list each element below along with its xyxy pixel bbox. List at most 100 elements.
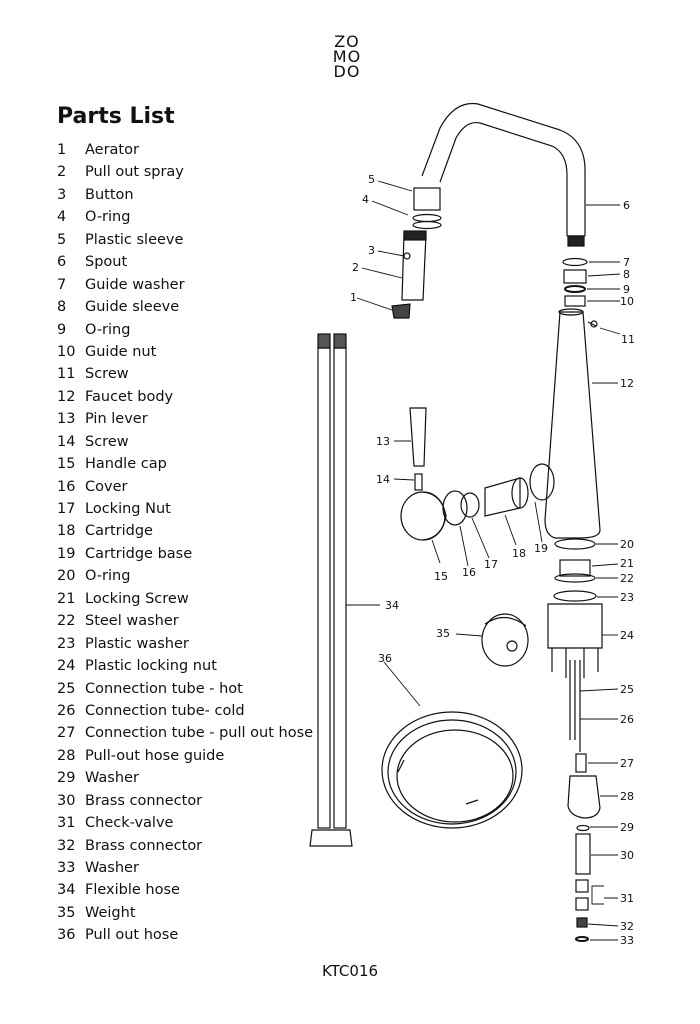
- part-name: Steel washer: [85, 613, 179, 630]
- parts-list-item: 36 Pull out hose: [57, 924, 313, 946]
- callout-label: 31: [620, 892, 634, 905]
- logo-line-3: DO: [333, 62, 361, 81]
- callout-label: 36: [378, 652, 392, 665]
- part-number: 22: [57, 613, 76, 630]
- part-number: 15: [57, 456, 76, 473]
- part-number: 19: [57, 545, 76, 562]
- part-number: 1: [57, 142, 67, 158]
- part-name: Washer: [85, 770, 139, 787]
- part-name: Spout: [85, 254, 128, 271]
- part-number: 8: [57, 299, 67, 316]
- callout-label: 28: [620, 790, 634, 803]
- part-number: 18: [57, 523, 76, 540]
- part-name: Pull-out hose guide: [85, 747, 225, 764]
- pull-out-spray: [391, 187, 442, 319]
- part-name: Pull out spray: [85, 164, 184, 181]
- part-name: Plastic locking nut: [85, 658, 217, 675]
- part-name: Screw: [85, 366, 129, 383]
- callout-label: 16: [462, 566, 476, 579]
- part-name: Aerator: [85, 142, 139, 158]
- part-name: O-ring: [85, 568, 131, 585]
- part-name: O-ring: [85, 209, 131, 226]
- parts-list-item: 8 Guide sleeve: [57, 296, 313, 318]
- callout-label: 12: [620, 377, 634, 390]
- flexible-hose: [309, 333, 353, 847]
- part-name: Guide nut: [85, 343, 157, 360]
- callout-label: 11: [621, 333, 635, 346]
- part-name: Guide sleeve: [85, 299, 180, 316]
- mounting-parts: [547, 538, 603, 942]
- model-code: KTC016: [321, 962, 379, 980]
- callout-label: 2: [352, 261, 359, 274]
- callout-label: 34: [385, 599, 399, 612]
- weight: [481, 613, 529, 667]
- part-number: 33: [57, 860, 76, 876]
- part-number: 21: [57, 590, 76, 607]
- part-number: 4: [57, 209, 67, 226]
- parts-list-item: 5 Plastic sleeve: [57, 229, 313, 251]
- callout-label: 9: [623, 283, 630, 296]
- part-number: 14: [57, 433, 76, 450]
- part-number: 36: [57, 927, 76, 944]
- part-name: Locking Nut: [85, 501, 171, 517]
- zomodo-logo: ZO MO DO: [330, 34, 364, 81]
- part-number: 2: [57, 164, 67, 181]
- callout-label: 29: [620, 821, 634, 834]
- callout-label: 8: [623, 268, 630, 281]
- part-number: 25: [57, 680, 76, 697]
- part-number: 12: [57, 388, 76, 405]
- callout-label: 18: [512, 547, 526, 560]
- spout: [421, 102, 586, 247]
- part-number: 7: [57, 276, 67, 293]
- part-name: O-ring: [85, 321, 131, 338]
- part-name: Flexible hose: [85, 882, 180, 899]
- part-name: Plastic washer: [85, 635, 189, 652]
- part-number: 32: [57, 837, 76, 854]
- callout-label: 26: [620, 713, 634, 726]
- part-number: 5: [57, 231, 67, 248]
- parts-list-item: 33 Washer: [57, 857, 313, 879]
- part-name: Cartridge: [85, 523, 153, 540]
- part-name: Guide washer: [85, 276, 185, 293]
- callout-label: 5: [368, 173, 375, 186]
- part-name: Washer: [85, 860, 139, 876]
- callout-label: 30: [620, 849, 634, 862]
- parts-list-item: 1 Aerator: [57, 139, 313, 161]
- callout-label: 22: [620, 572, 634, 585]
- callout-label: 10: [620, 295, 634, 308]
- parts-list-item: 6 Spout: [57, 251, 313, 273]
- part-name: Button: [85, 186, 134, 203]
- callout-label: 20: [620, 538, 634, 551]
- callout-label: 1: [350, 291, 357, 304]
- callout-label: 23: [620, 591, 634, 604]
- callout-label: 13: [376, 435, 390, 448]
- callout-label: 25: [620, 683, 634, 696]
- callout-label: 35: [436, 627, 450, 640]
- part-number: 13: [57, 411, 76, 428]
- part-name: Pull out hose: [85, 927, 179, 944]
- parts-list-title: Parts List: [57, 104, 175, 129]
- part-name: Plastic sleeve: [85, 231, 184, 248]
- part-number: 9: [57, 321, 67, 338]
- part-number: 26: [57, 702, 76, 719]
- part-number: 29: [57, 770, 76, 787]
- part-number: 16: [57, 478, 76, 495]
- part-number: 6: [57, 254, 67, 271]
